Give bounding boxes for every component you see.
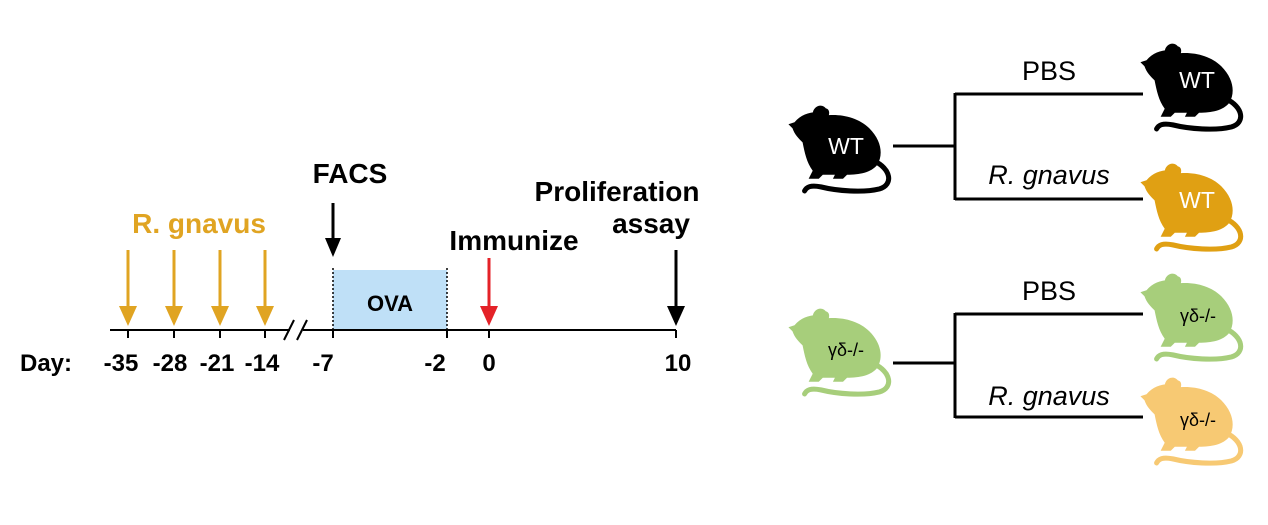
source-mouse-label: γδ-/-: [828, 340, 864, 360]
branch-label-pbs: PBS: [1022, 276, 1076, 306]
tick-label: -21: [200, 350, 235, 377]
group-gamma-delta-knockout: γδ-/- PBS R. gnavus γδ-/- γδ-/-: [788, 274, 1240, 463]
tick-label: -28: [153, 350, 188, 377]
ova-window: [333, 270, 447, 330]
timeline-panel: OVA R. gnavus FACS Imm: [20, 158, 699, 377]
source-mouse-label: WT: [828, 133, 864, 159]
tick-label: 10: [665, 350, 692, 377]
ova-label: OVA: [367, 291, 413, 316]
tick-label: -14: [245, 350, 280, 377]
day-label: Day:: [20, 350, 72, 377]
branch-label-treatment: R. gnavus: [988, 381, 1110, 411]
branch-label-pbs: PBS: [1022, 56, 1076, 86]
tick-label: -35: [104, 350, 139, 377]
tick-label: -7: [312, 350, 333, 377]
tick-label: 0: [482, 350, 495, 377]
proliferation-label-line2: assay: [612, 208, 690, 239]
result-mouse-label: γδ-/-: [1180, 410, 1216, 430]
facs-arrowhead: [325, 238, 341, 257]
proliferation-label-line1: Proliferation: [535, 176, 700, 207]
treatment-arrows: [119, 250, 274, 326]
group-wt: WT PBS R. gnavus WT WT: [788, 44, 1240, 249]
immunize-label: Immunize: [449, 225, 578, 256]
treatment-label: R. gnavus: [132, 208, 266, 239]
facs-label: FACS: [313, 158, 388, 189]
result-mouse-label: γδ-/-: [1180, 306, 1216, 326]
axis-break-mark: [296, 319, 308, 341]
tick-label: -2: [424, 350, 445, 377]
proliferation-arrowhead: [667, 306, 685, 326]
groups-panel: WT PBS R. gnavus WT WT γδ-/- PBS R. gnav…: [788, 44, 1240, 463]
axis-break-mark: [283, 319, 295, 341]
result-mouse-label: WT: [1179, 187, 1215, 213]
immunize-arrowhead: [480, 306, 498, 326]
result-mouse-label: WT: [1179, 67, 1215, 93]
branch-label-treatment: R. gnavus: [988, 160, 1110, 190]
